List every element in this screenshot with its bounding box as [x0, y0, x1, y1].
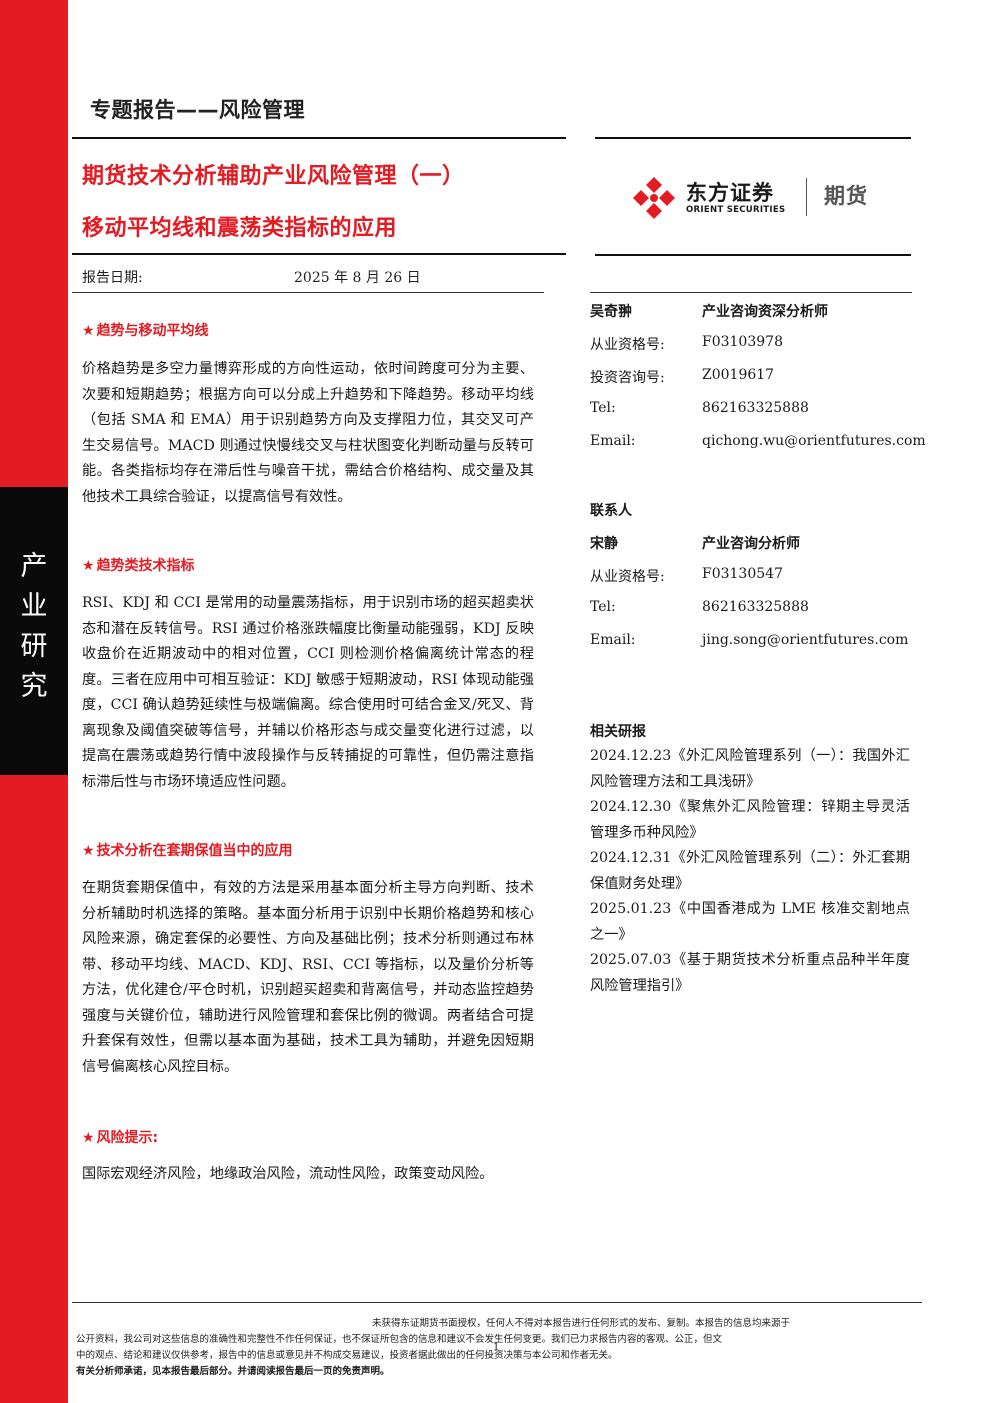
header-rule-top — [72, 137, 566, 139]
logo-rule-top — [595, 137, 911, 139]
brand-name-en: ORIENT SECURITIES — [686, 205, 786, 215]
analyst-field-label: 投资咨询号: — [590, 370, 665, 386]
contact-heading: 联系人 — [590, 503, 632, 519]
sidebar-char: 业 — [20, 591, 48, 622]
footer-disclaimer: 未获得东证期货书面授权，任何人不得对本报告进行任何形式的发布、复制。本报告的信息… — [76, 1316, 928, 1380]
analyst-title: 产业咨询资深分析师 — [702, 304, 828, 320]
report-date-label: 报告日期: — [82, 270, 143, 286]
footer-line-bold: 有关分析师承诺，见本报告最后部分。并请阅读报告最后一页的免责声明。 — [76, 1366, 390, 1377]
related-item[interactable]: 2025.07.03《基于期货技术分析重点品种半年度风险管理指引》 — [590, 952, 910, 994]
footer-line: 公开资料，我公司对这些信息的准确性和完整性不作任何保证，也不保证所包含的信息和建… — [76, 1334, 723, 1345]
contact-field-label: 从业资格号: — [590, 569, 665, 585]
brand-logo: 东方证券 ORIENT SECURITIES 期货 — [632, 176, 892, 220]
analyst-email-link[interactable]: qichong.wu@orientfutures.com — [702, 433, 926, 449]
brand-division: 期货 — [824, 184, 868, 208]
report-type: 专题报告——风险管理 — [90, 98, 305, 122]
contact-field-label: Email: — [590, 632, 636, 648]
star-icon: ★ — [82, 1130, 95, 1146]
section-heading-risk: ★风险提示: — [82, 1130, 159, 1146]
contact-name: 宋静 — [590, 536, 618, 552]
brand-name-cn: 东方证券 — [686, 181, 774, 205]
analyst-field-value: F03103978 — [702, 334, 783, 350]
related-item[interactable]: 2024.12.31《外汇风险管理系列（二）：外汇套期保值财务处理》 — [590, 850, 910, 892]
related-heading: 相关研报 — [590, 724, 646, 740]
contact-field-value: 862163325888 — [702, 599, 809, 615]
contact-field-value: F03130547 — [702, 566, 783, 582]
star-icon: ★ — [82, 558, 95, 574]
report-title-line1: 期货技术分析辅助产业风险管理（一） — [82, 164, 465, 189]
page-number: 1 — [493, 1342, 500, 1353]
sidebar-char: 究 — [20, 671, 48, 702]
orient-logo-icon — [633, 177, 675, 219]
analyst-name: 吴奇翀 — [590, 304, 632, 320]
sidebar-category-label: 产 业 研 究 — [0, 547, 68, 707]
sidebar-char: 产 — [20, 551, 48, 582]
star-icon: ★ — [82, 843, 95, 859]
contact-email-link[interactable]: jing.song@orientfutures.com — [702, 632, 909, 648]
sidebar-category-box — [0, 487, 68, 775]
date-rule — [72, 292, 544, 293]
related-item[interactable]: 2024.12.23《外汇风险管理系列（一）：我国外汇风险管理方法和工具浅研》 — [590, 748, 910, 790]
related-list: 2024.12.23《外汇风险管理系列（一）：我国外汇风险管理方法和工具浅研》 … — [590, 744, 910, 999]
report-date-value: 2025 年 8 月 26 日 — [294, 270, 421, 286]
footer-rule — [72, 1302, 922, 1303]
section-heading-trend: ★趋势与移动平均线 — [82, 323, 209, 339]
logo-rule-bottom — [595, 254, 911, 256]
header-rule-bottom — [72, 253, 566, 255]
sidebar-char: 研 — [20, 631, 48, 662]
contact-title: 产业咨询分析师 — [702, 536, 800, 552]
section-body-risk: 国际宏观经济风险，地缘政治风险，流动性风险，政策变动风险。 — [82, 1166, 494, 1182]
report-title-line2: 移动平均线和震荡类指标的应用 — [82, 216, 398, 241]
footer-line: 中的观点、结论和建议仅供参考，报告中的信息或意见并不构成交易建议，投资者据此做出… — [76, 1350, 618, 1361]
star-icon: ★ — [82, 323, 95, 339]
brand-divider — [806, 178, 807, 216]
analyst-field-value: 862163325888 — [702, 400, 809, 416]
section-heading-indicators: ★趋势类技术指标 — [82, 558, 195, 574]
section-body-indicators: RSI、KDJ 和 CCI 是常用的动量震荡指标，用于识别市场的超买超卖状态和潜… — [82, 595, 534, 790]
contact-field-label: Tel: — [590, 599, 616, 615]
related-item[interactable]: 2025.01.23《中国香港成为 LME 核准交割地点之一》 — [590, 901, 910, 943]
footer-line: 未获得东证期货书面授权，任何人不得对本报告进行任何形式的发布、复制。本报告的信息… — [372, 1318, 791, 1329]
related-item[interactable]: 2024.12.30《聚焦外汇风险管理：锌期主导灵活管理多币种风险》 — [590, 799, 910, 841]
section-heading-hedging: ★技术分析在套期保值当中的应用 — [82, 843, 293, 859]
analyst-field-value: Z0019617 — [702, 367, 775, 383]
analyst-rule — [590, 292, 912, 293]
analyst-field-label: Email: — [590, 433, 636, 449]
analyst-field-label: Tel: — [590, 400, 616, 416]
analyst-field-label: 从业资格号: — [590, 337, 665, 353]
section-body-hedging: 在期货套期保值中，有效的方法是采用基本面分析主导方向判断、技术分析辅助时机选择的… — [82, 880, 534, 1075]
section-body-trend: 价格趋势是多空力量博弈形成的方向性运动，依时间跨度可分为主要、次要和短期趋势；根… — [82, 361, 534, 505]
